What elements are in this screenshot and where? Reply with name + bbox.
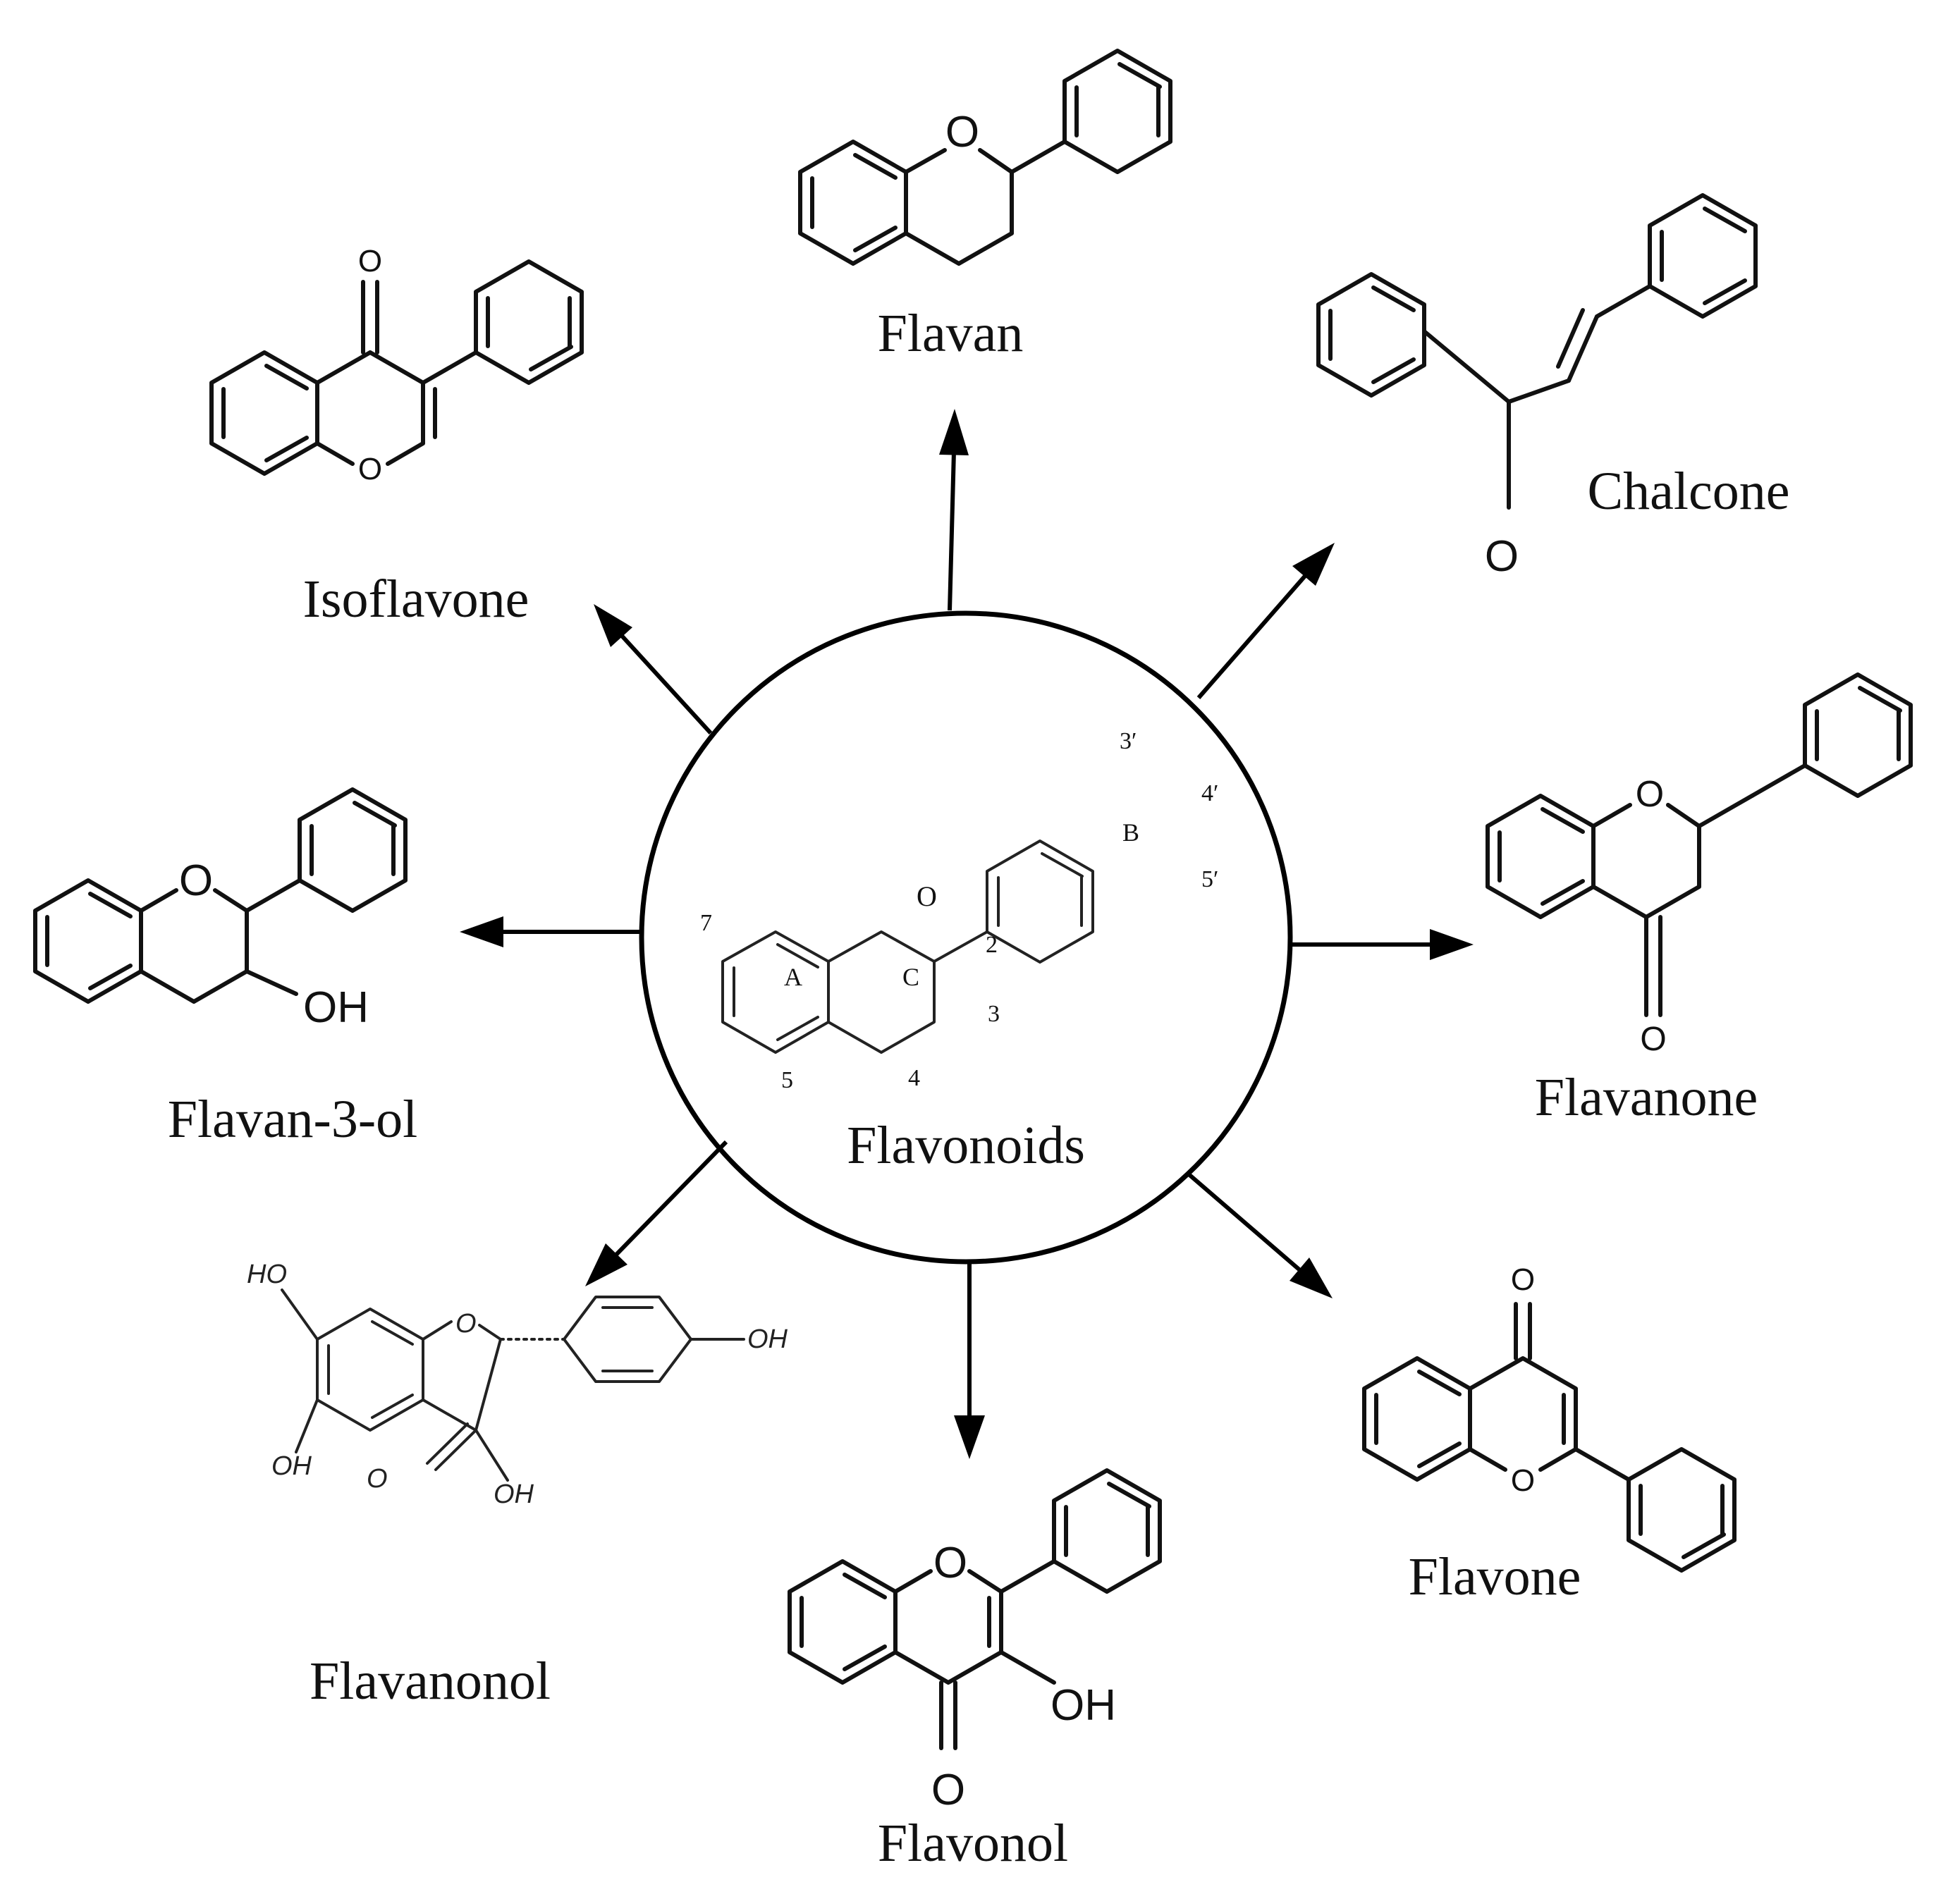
arrow-to-flavan-3-ol [460,916,642,947]
flavanone-label: Flavanone [1535,1068,1758,1127]
isoflavone-carbonyl-oxygen: O [358,244,382,278]
flavan-label: Flavan [878,304,1024,363]
flavanonol-hydroxyl-5: OH [271,1451,312,1481]
arrow-to-flavone [1187,1172,1333,1298]
flavan-3-ol-structure: O OH Flavan-3-ol [33,787,418,1149]
flavone-label: Flavone [1409,1547,1581,1606]
flavan-core-structure [721,840,1094,1054]
flavanone-ring-oxygen: O [1636,774,1664,815]
position-4: 4 [908,1065,920,1091]
flavanonol-structure: HO O OH O OH OH Flavanonol [247,1260,788,1711]
arrow-to-flavanone [1292,929,1474,960]
ring-label-b: B [1122,818,1139,847]
center-node: O A C B 2 3 4 5 7 3′ 4′ 5′ Flavonoids [639,610,1293,1265]
flavonol-carbonyl-oxygen: O [931,1766,965,1814]
isoflavone-label: Isoflavone [303,570,529,629]
flavan-3-ol-oxygen: O [179,856,213,905]
position-3-prime: 3′ [1120,728,1137,754]
position-7: 7 [700,910,712,936]
chalcone-structure: O Chalcone [1316,193,1790,581]
flavonol-hydroxyl: OH [1051,1681,1116,1730]
ring-label-a: A [784,963,802,991]
position-5-prime: 5′ [1201,866,1218,892]
arrow-to-isoflavone [594,604,713,735]
arrow-to-flavan [939,409,969,611]
flavanone-carbonyl-oxygen: O [1640,1021,1666,1058]
flavonol-ring-oxygen: O [933,1539,967,1587]
flavanonol-hydroxyl-3: OH [494,1480,534,1509]
arrow-to-chalcone [1196,543,1335,699]
position-5: 5 [781,1067,793,1093]
flavanonol-hydroxyl-7: HO [247,1260,287,1289]
position-3: 3 [988,1001,1000,1027]
center-label: Flavonoids [847,1116,1085,1175]
flavanonol-label: Flavanonol [310,1652,551,1711]
arrow-to-flavonol [954,1260,985,1459]
flavone-structure: O O Flavone [1362,1262,1737,1606]
flavonol-label: Flavonol [878,1814,1068,1873]
center-oxygen: O [917,880,937,912]
flavonol-structure: O O OH Flavonol [788,1468,1162,1873]
flavanonol-carbonyl-oxygen: O [367,1464,388,1494]
flavone-carbonyl-oxygen: O [1511,1262,1535,1297]
chalcone-oxygen: O [1485,532,1519,581]
flavanonol-ring-oxygen: O [455,1309,477,1339]
arrow-to-flavanonol [585,1140,728,1286]
isoflavone-structure: O O Isoflavone [209,244,584,629]
flavone-ring-oxygen: O [1511,1463,1535,1498]
flavan-3-ol-hydroxyl: OH [303,983,369,1032]
flavan-oxygen: O [945,108,979,156]
isoflavone-ring-oxygen: O [358,452,382,486]
center-circle [639,610,1293,1265]
flavan-3-ol-label: Flavan-3-ol [168,1090,418,1149]
flavanone-structure: O O Flavanone [1486,672,1913,1127]
position-2: 2 [986,932,998,958]
ring-label-c: C [902,963,919,991]
arrows [460,409,1474,1459]
chalcone-label: Chalcone [1587,462,1789,521]
position-4-prime: 4′ [1201,780,1218,806]
flavanonol-hydroxyl-4-prime: OH [747,1324,788,1354]
flavan-structure: O Flavan [798,49,1172,363]
